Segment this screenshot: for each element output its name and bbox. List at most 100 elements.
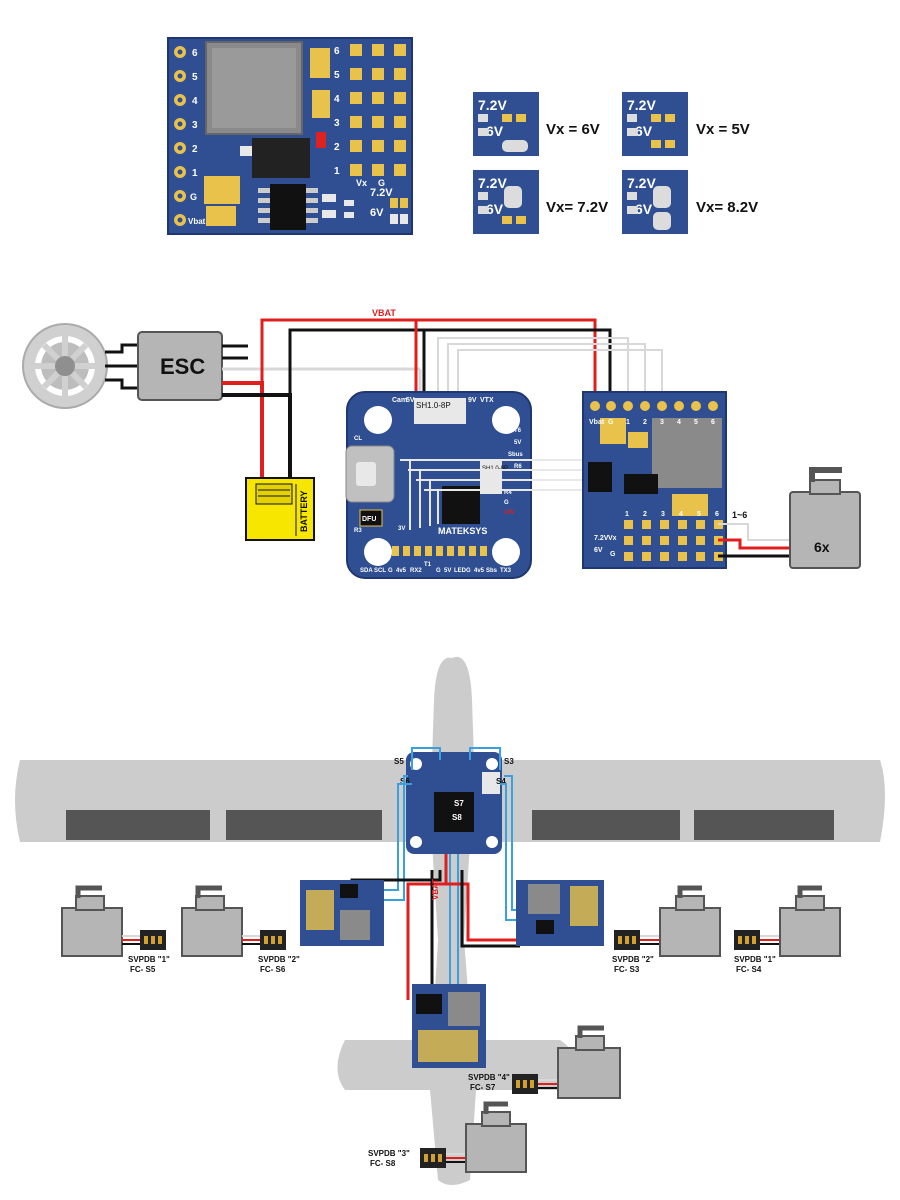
fc-bottom-pad: LED bbox=[454, 568, 467, 574]
plane-pdb-left bbox=[300, 880, 384, 946]
plane-pdb-right bbox=[516, 880, 604, 946]
fc-bottom-pad: TX3 bbox=[500, 568, 512, 574]
left-pin-label: Vbat bbox=[188, 217, 206, 226]
pdb-lower-pin: 5 bbox=[697, 511, 701, 518]
plane-flight-controller: S7 S8 bbox=[406, 752, 502, 854]
plane-servo-1 bbox=[61, 885, 166, 957]
tile-result-3: Vx= 7.2V bbox=[546, 199, 608, 216]
tile-result-1: Vx = 6V bbox=[546, 121, 600, 138]
servo-1-fc: FC- S5 bbox=[130, 965, 156, 974]
voltage-tile-4: 7.2V 6V bbox=[622, 170, 688, 234]
fc-top-pad: 9V bbox=[468, 397, 477, 404]
left-pin-label: 6 bbox=[192, 48, 198, 59]
left-pad-column bbox=[174, 46, 186, 226]
voltage-tile-2: 7.2V 6V bbox=[622, 92, 688, 156]
plane-servo-3 bbox=[614, 885, 721, 957]
right-pin-label: 6 bbox=[334, 46, 340, 57]
aileron-left-inner bbox=[226, 810, 382, 840]
right-pin-label: 5 bbox=[334, 70, 340, 81]
right-pin-labels: 6 5 4 3 2 1 Vx G 7.2V 6V bbox=[334, 46, 393, 219]
plane-servo-2 bbox=[181, 885, 286, 957]
pdb-pin-label: 2 bbox=[643, 419, 647, 426]
left-pin-label: 1 bbox=[192, 168, 198, 179]
pdb-lower-pin: 3 bbox=[661, 511, 665, 518]
fc-s5-label: S5 bbox=[394, 757, 404, 766]
pdb-lower-pin: 6 bbox=[715, 511, 719, 518]
pdb-lower-pin: 4 bbox=[679, 511, 683, 518]
left-pin-label: 4 bbox=[192, 96, 198, 107]
pdb-pin-label: Vbat bbox=[589, 419, 605, 426]
pdb-pin-label: 1 bbox=[626, 419, 630, 426]
servo-range-label: 1~6 bbox=[732, 510, 747, 520]
servo-2-fc: FC- S6 bbox=[260, 965, 286, 974]
pdb-lower-pin: 2 bbox=[643, 511, 647, 518]
battery-pack: BATTERY bbox=[245, 477, 315, 541]
aileron-right-outer bbox=[694, 810, 834, 840]
esc-module: ESC bbox=[137, 331, 223, 401]
right-pin-label: 2 bbox=[334, 142, 340, 153]
fc-right-pad: G bbox=[504, 500, 509, 506]
servo-5-label: SVPDB "4" bbox=[468, 1073, 510, 1082]
plane-servo-4 bbox=[734, 885, 841, 957]
vx-label: Vx bbox=[356, 178, 367, 188]
fc-right-pad: R4 bbox=[504, 490, 512, 496]
servo-4-label: SVPDB "1" bbox=[734, 955, 776, 964]
pdb-side-label: 6V bbox=[594, 547, 603, 554]
fc-left-pad: 3V bbox=[398, 526, 405, 532]
g-label: G bbox=[378, 178, 385, 188]
right-pin-label: 1 bbox=[334, 166, 340, 177]
fc-s8-label: S8 bbox=[452, 813, 462, 822]
pdb-pin-label: 6 bbox=[711, 419, 715, 426]
left-pin-label: G bbox=[190, 192, 197, 202]
tile-top-label: 7.2V bbox=[478, 97, 507, 113]
fc-bottom-pad: T1 bbox=[424, 562, 432, 568]
voltage-tile-1: 7.2V 6V bbox=[473, 92, 539, 156]
fc-s3-label: S3 bbox=[504, 757, 514, 766]
tile-bottom-label: 6V bbox=[635, 201, 653, 217]
servo-2-label: SVPDB "2" bbox=[258, 955, 300, 964]
fc-bottom-pad: SDA bbox=[360, 568, 373, 574]
plane-servo-6 bbox=[420, 1101, 527, 1173]
fc-bottom-pad: RX2 bbox=[410, 568, 422, 574]
fc-right-pad: 10V bbox=[504, 510, 515, 516]
tile-top-label: 7.2V bbox=[627, 175, 656, 191]
fc-bottom-pad: G bbox=[388, 568, 393, 574]
left-pin-label: 2 bbox=[192, 144, 198, 155]
left-pin-label: 5 bbox=[192, 72, 198, 83]
pdb-side-label: 7.2V bbox=[594, 535, 609, 542]
regulator-chip bbox=[252, 138, 310, 178]
fc-bottom-pad: Sbs bbox=[486, 568, 498, 574]
fc-top-pad: 5V bbox=[406, 397, 415, 404]
wiring-diagram: ESC VBAT BATTERY bbox=[22, 308, 861, 579]
pdb-pin-label: 3 bbox=[660, 419, 664, 426]
fc-brand: MATEKSYS bbox=[438, 526, 487, 536]
pdb-side-label: Vx bbox=[608, 535, 617, 542]
aileron-right-inner bbox=[532, 810, 680, 840]
jumper-label-bottom: 6V bbox=[370, 207, 384, 219]
tile-result-4: Vx= 8.2V bbox=[696, 199, 758, 216]
esc-label: ESC bbox=[160, 354, 205, 379]
servo-3-fc: FC- S3 bbox=[614, 965, 640, 974]
pdb-pin-label: 5 bbox=[694, 419, 698, 426]
servo-6x: 6x bbox=[789, 467, 861, 569]
fc-s7-label: S7 bbox=[454, 799, 464, 808]
motor-icon bbox=[22, 323, 108, 409]
servo-3-label: SVPDB "2" bbox=[612, 955, 654, 964]
fc-dfu-label: DFU bbox=[362, 516, 376, 523]
pdb-side-label: G bbox=[610, 551, 616, 558]
tile-result-2: Vx = 5V bbox=[696, 121, 750, 138]
tile-top-label: 7.2V bbox=[478, 175, 507, 191]
voltage-tile-3: 7.2V 6V bbox=[473, 170, 539, 234]
plane-pdb-tail bbox=[412, 984, 486, 1068]
pdb-pin-label: 4 bbox=[677, 419, 681, 426]
tile-top-label: 7.2V bbox=[627, 97, 656, 113]
left-pin-label: 3 bbox=[192, 120, 198, 131]
fc-s6-label: S6 bbox=[400, 777, 410, 786]
jumper-label-top: 7.2V bbox=[370, 187, 393, 199]
battery-label: BATTERY bbox=[299, 491, 309, 533]
servo-1-label: SVPDB "1" bbox=[128, 955, 170, 964]
fc-bottom-pad: G bbox=[466, 568, 471, 574]
left-pin-labels: 6 5 4 3 2 1 G Vbat bbox=[188, 48, 206, 226]
vbat-label: VBAT bbox=[372, 308, 396, 318]
pdb-lower-pin: 1 bbox=[625, 511, 629, 518]
